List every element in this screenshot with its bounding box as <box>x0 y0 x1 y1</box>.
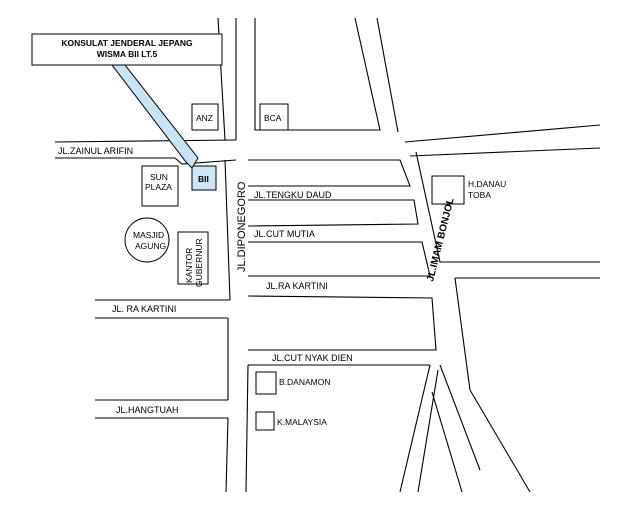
building-sun-plaza <box>141 165 179 207</box>
label-ra-kartini-west: JL. RA KARTINI <box>112 304 176 314</box>
building-h-danau-toba <box>431 175 465 205</box>
block-cut-mutia <box>247 199 419 227</box>
label-tengku-daud: JL.TENGKU DAUD <box>254 190 332 200</box>
building-masjid-agung <box>124 217 170 263</box>
building-kantor-label-2: GUBERNUR <box>194 238 204 287</box>
road-south-diag-1 <box>399 364 431 493</box>
building-malaysia-label: K.MALAYSIA <box>277 417 327 427</box>
building-sun-plaza-label-2: PLAZA <box>145 182 172 192</box>
road-network <box>54 17 601 493</box>
buildings: ANZ BCA BII SUN PLAZA MASJID AGUNG KANTO… <box>124 103 506 431</box>
building-hotel-label-2: TOBA <box>468 190 491 200</box>
road-south-diag-5 <box>431 391 463 493</box>
block-ra-kartini <box>248 241 431 277</box>
road-imam-bonjol-east-upper <box>415 151 600 263</box>
label-diponegoro: JL.DIPONEGORO <box>236 181 248 272</box>
label-imam-bonjol: JL.IMAM BONJOL <box>425 197 456 283</box>
road-zainul-arifin-south-edge <box>55 157 237 165</box>
callout-box <box>31 33 223 66</box>
building-masjid-label-2: AGUNG <box>135 241 166 251</box>
label-cut-nyak-dien: JL.CUT NYAK DIEN <box>272 353 353 363</box>
building-danamon-label: B.DANAMON <box>279 377 330 387</box>
consulate-callout: KONSULAT JENDERAL JEPANG WISMA BII LT.5 <box>31 33 223 169</box>
building-bii-label: BII <box>198 174 209 184</box>
road-south-diag-3 <box>439 364 481 471</box>
label-hangtuah: JL.HANGTUAH <box>116 405 179 415</box>
building-bca <box>259 103 289 131</box>
building-anz-label: ANZ <box>196 113 213 123</box>
block-tengku-daud <box>248 159 411 187</box>
road-right-diag-upper <box>404 124 601 143</box>
building-kantor-label-1: KANTOR <box>184 248 194 283</box>
building-masjid-label-1: MASJID <box>133 230 164 240</box>
road-top-block-east <box>254 17 381 131</box>
road-diponegoro-west-edge-mid <box>224 159 231 301</box>
label-ra-kartini-east: JL.RA KARTINI <box>266 281 328 291</box>
road-south-diag-4 <box>454 277 531 493</box>
building-kantor-gubernur <box>177 231 209 285</box>
building-b-danamon <box>255 371 277 395</box>
building-bii-highlight <box>191 165 217 191</box>
road-top-right-diag <box>376 17 399 133</box>
road-diponegoro-east-edge-south <box>245 364 249 493</box>
building-k-malaysia <box>255 411 275 431</box>
road-right-diag-lower <box>409 147 601 157</box>
building-bca-label: BCA <box>264 113 282 123</box>
callout-line-2: WISMA BII LT.5 <box>97 49 158 59</box>
road-south-diag-2 <box>417 369 439 493</box>
building-anz <box>191 103 219 131</box>
callout-line-1: KONSULAT JENDERAL JEPANG <box>61 38 193 48</box>
building-sun-plaza-label-1: SUN <box>150 172 168 182</box>
road-diponegoro-west-edge-south2 <box>225 417 229 493</box>
building-hotel-label-1: H.DANAU <box>468 179 506 189</box>
label-zainul-arifin: JL.ZAINUL ARIFIN <box>58 146 133 156</box>
block-cut-nyak-dien <box>247 295 437 351</box>
road-zainul-arifin-north-edge <box>54 139 237 143</box>
label-cut-mutia: JL.CUT MUTIA <box>254 229 315 239</box>
